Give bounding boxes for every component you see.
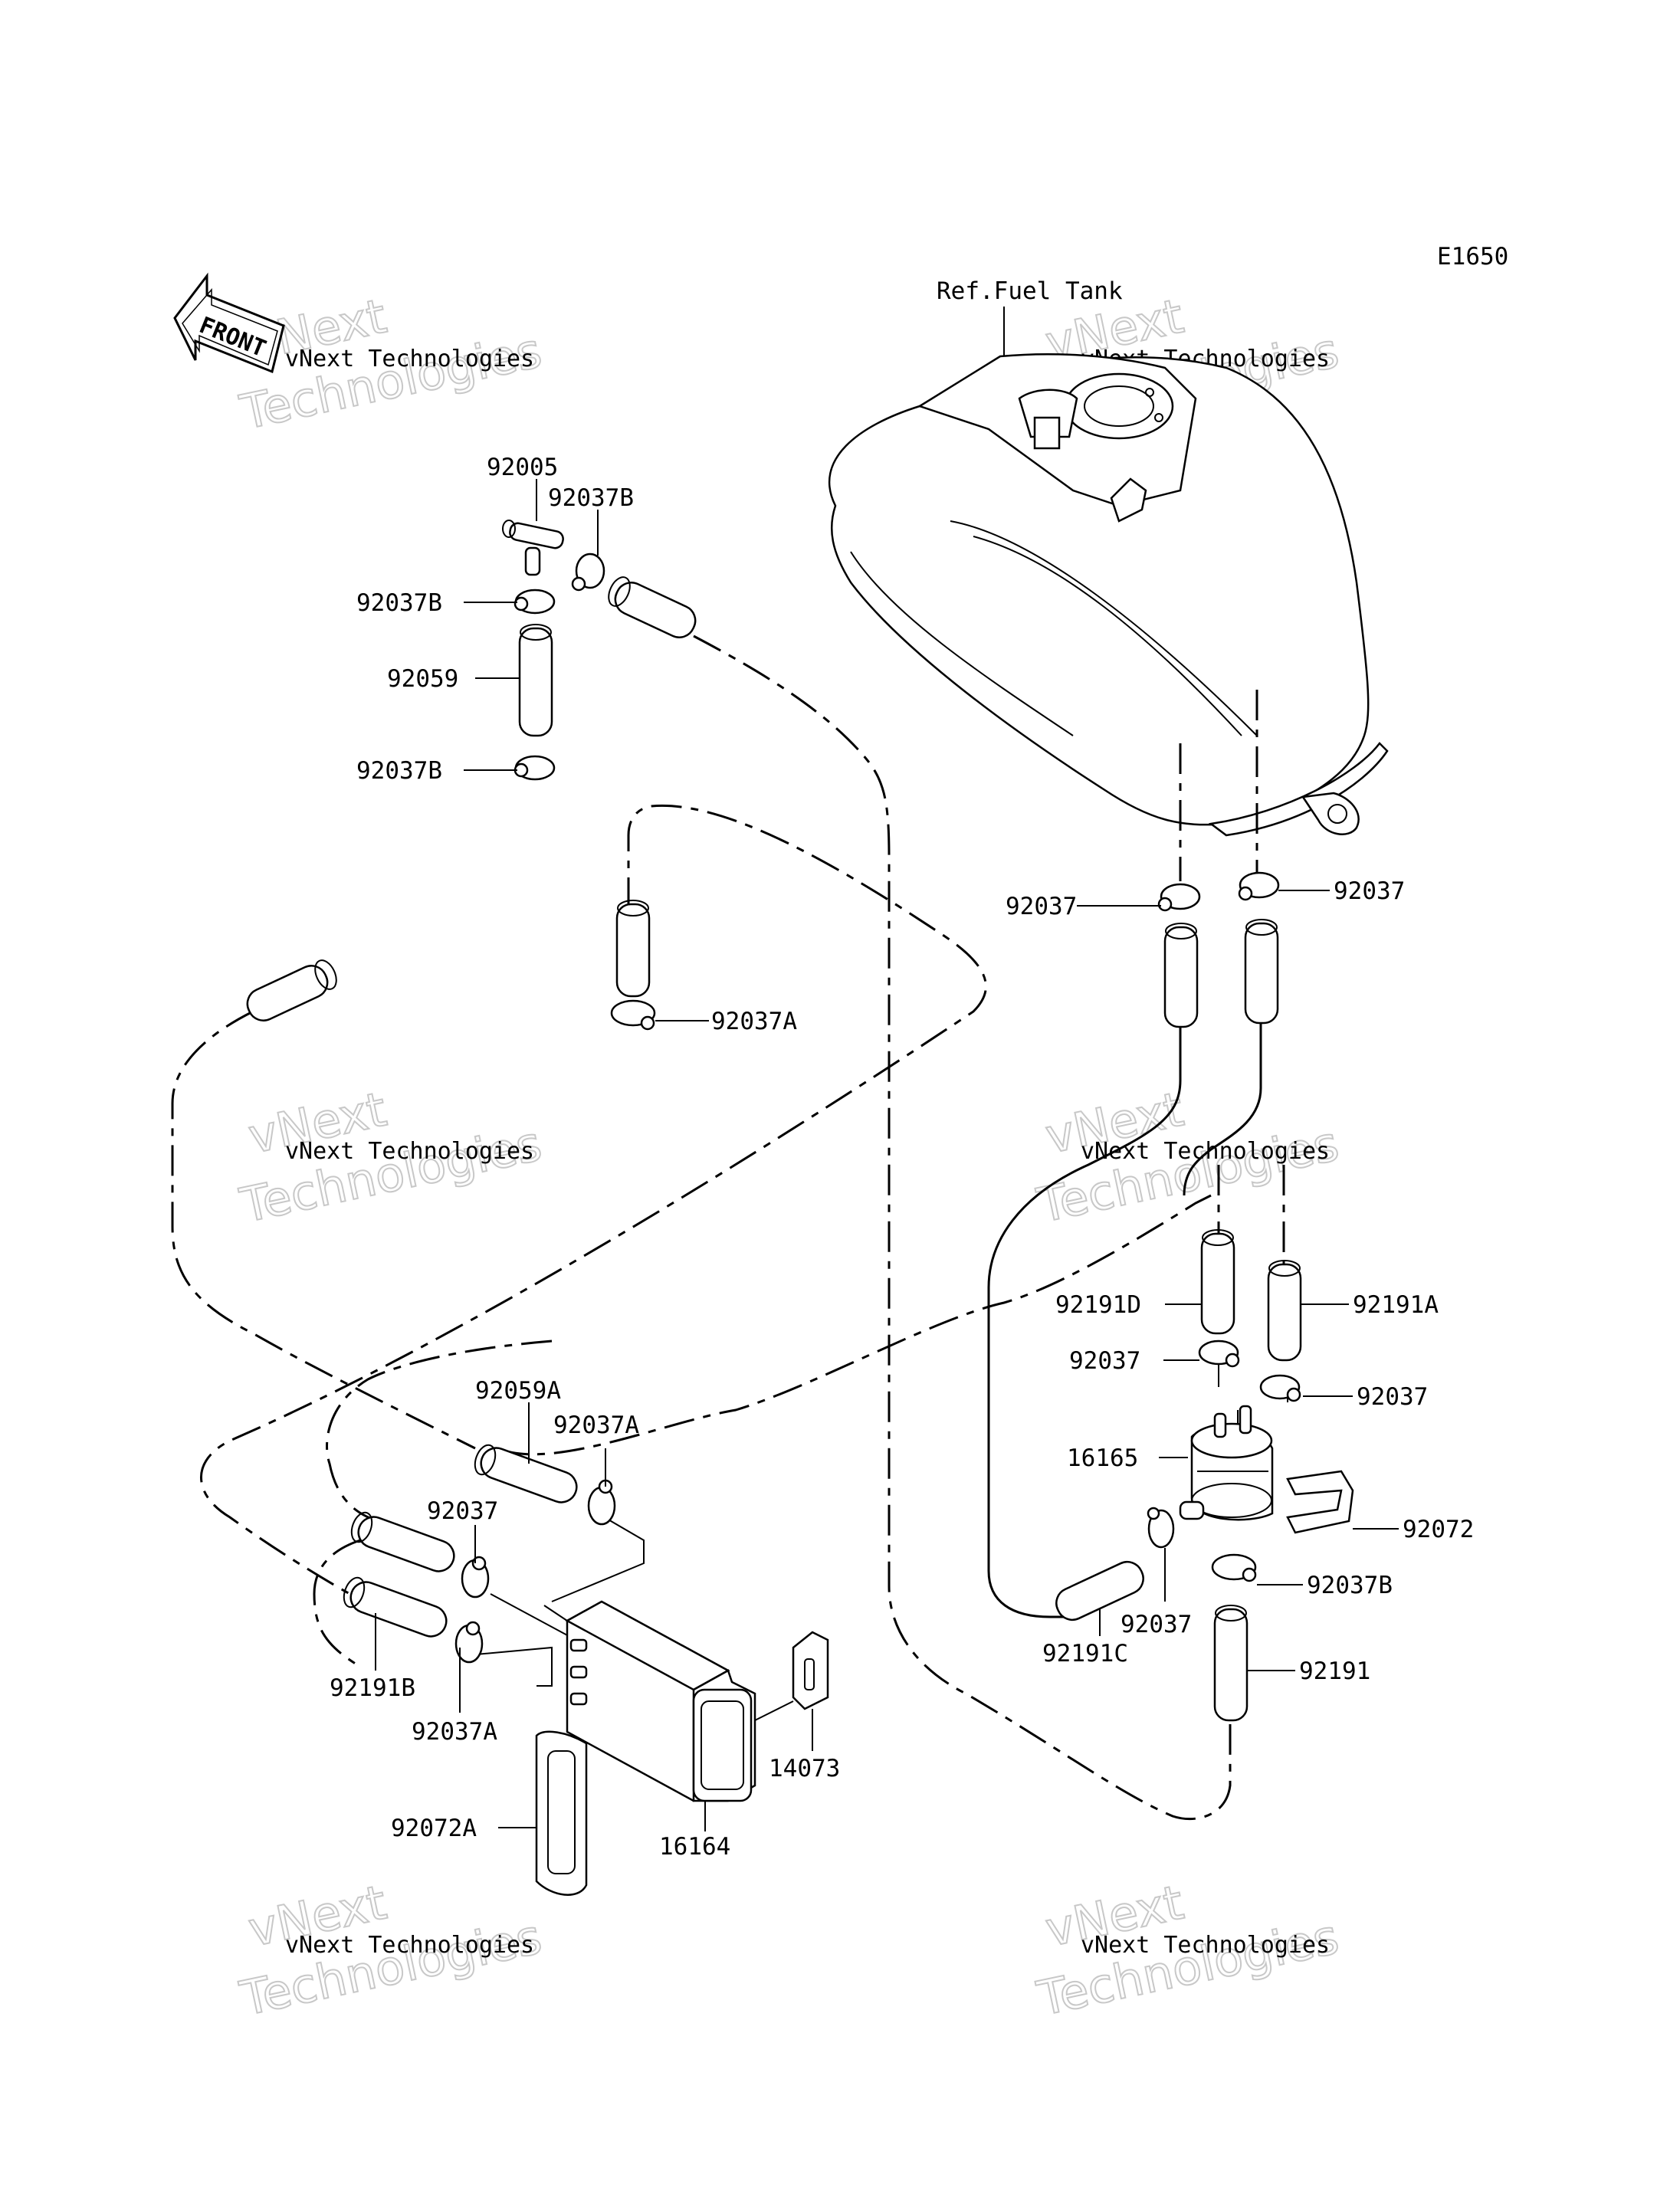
canister-16164	[543, 1600, 756, 1802]
clamp-92037B-f	[1211, 1553, 1257, 1582]
t-joint-92005	[502, 520, 564, 576]
clamp-92037A-mid	[610, 999, 656, 1031]
label-92005: 92005	[487, 454, 558, 481]
diagram-code: E1650	[1437, 243, 1508, 271]
hose-92191A	[1267, 1263, 1302, 1362]
clamp-92037-tank-right	[1238, 871, 1280, 901]
label-92037-tank-right: 92037	[1334, 877, 1405, 905]
label-92037A-mid: 92037A	[711, 1008, 797, 1035]
label-92037-c: 92037	[427, 1497, 498, 1525]
clamp-92037-tank-left	[1157, 883, 1201, 912]
fuel-tank	[828, 353, 1389, 837]
label-92191B: 92191B	[330, 1674, 415, 1702]
hose-92191	[1213, 1608, 1249, 1722]
svg-text:vNext Technologies: vNext Technologies	[1081, 1932, 1330, 1959]
label-92191C: 92191C	[1042, 1640, 1128, 1667]
clamp-92037-f1	[1198, 1340, 1240, 1368]
hose-short-top	[608, 576, 697, 638]
clamp-92037-f2	[1259, 1374, 1301, 1402]
label-92037B-left1: 92037B	[356, 589, 442, 617]
label-92072A: 92072A	[391, 1815, 477, 1842]
hose-tank-right	[1244, 922, 1279, 1025]
hose-92191D	[1200, 1232, 1235, 1335]
hose-mid	[615, 900, 651, 998]
holder-14073	[754, 1631, 829, 1721]
hose-routes	[171, 635, 1288, 1821]
label-92037-tank-left: 92037	[1006, 893, 1077, 920]
label-92037A-c1: 92037A	[553, 1412, 639, 1439]
watermark-mid-right: vNext Technologies vNext Technologies	[1032, 1080, 1344, 1235]
label-92059: 92059	[387, 665, 458, 693]
hose-92191B	[343, 1576, 448, 1638]
bracket-92072	[1286, 1470, 1354, 1534]
leader-lines	[375, 479, 1399, 1831]
hose-92059	[518, 624, 553, 737]
clamp-92037-f3	[1147, 1507, 1175, 1549]
label-14073: 14073	[769, 1755, 840, 1782]
strap-92072A	[535, 1730, 588, 1896]
label-92072: 92072	[1403, 1516, 1474, 1543]
fuel-filter-16165	[1179, 1405, 1274, 1521]
label-92059A: 92059A	[475, 1377, 561, 1405]
label-92037-f1: 92037	[1069, 1347, 1140, 1375]
label-92037-f2: 92037	[1357, 1383, 1428, 1411]
watermark-mid-left: vNext Technologies vNext Technologies	[235, 1080, 547, 1235]
watermark-bottom-left: vNext Technologies vNext Technologies	[235, 1874, 547, 2028]
clamp-92037B-left2	[514, 755, 556, 781]
label-16165: 16165	[1067, 1444, 1138, 1472]
hose-92191C	[1055, 1560, 1144, 1622]
label-92037B-left2: 92037B	[356, 757, 442, 785]
svg-text:vNext Technologies: vNext Technologies	[285, 1138, 534, 1165]
label-16164: 16164	[659, 1833, 730, 1861]
label-92037B-f: 92037B	[1307, 1572, 1393, 1599]
hose-tank-left	[1163, 926, 1199, 1028]
svg-text:vNext Technologies: vNext Technologies	[285, 346, 534, 372]
hose-canister-upper	[350, 1511, 455, 1572]
clamp-92037B-left1	[514, 589, 556, 615]
label-92191A: 92191A	[1353, 1291, 1439, 1319]
clamp-92037B-top	[571, 553, 605, 592]
label-92037A-c2: 92037A	[412, 1718, 497, 1746]
watermark-top-left: vNext Technologies vNext Technologies	[235, 287, 547, 441]
part-labels: 92005 92037B 92037B 92059 92037B 92037A …	[330, 454, 1474, 1861]
watermark-bottom-right: vNext Technologies vNext Technologies	[1032, 1874, 1344, 2028]
hose-far-left	[246, 959, 337, 1021]
front-arrow-icon: FRONT	[173, 272, 285, 374]
label-92191D: 92191D	[1055, 1291, 1141, 1319]
clamp-92037A-c1	[587, 1479, 616, 1526]
svg-text:vNext Technologies: vNext Technologies	[285, 1932, 534, 1959]
label-92191: 92191	[1299, 1658, 1370, 1685]
label-92037B-top: 92037B	[548, 484, 634, 512]
svg-text:vNext Technologies: vNext Technologies	[1081, 1138, 1330, 1165]
hose-92059A	[474, 1444, 578, 1503]
clamp-92037A-c2	[454, 1621, 484, 1664]
ref-fuel-tank-label: Ref.Fuel Tank	[937, 277, 1123, 305]
label-92037-f3: 92037	[1121, 1611, 1192, 1638]
